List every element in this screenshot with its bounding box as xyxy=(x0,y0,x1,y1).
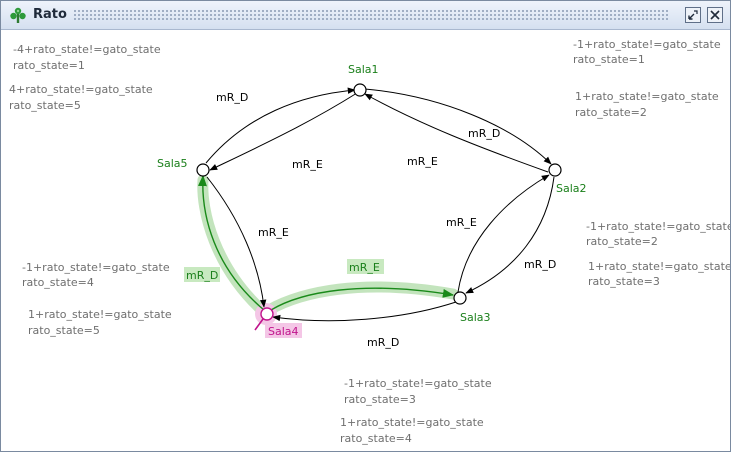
edge-label-sala3-sala2: mR_E xyxy=(446,216,477,229)
condition-text: 4+rato_state!=gato_state xyxy=(9,83,153,96)
edge-label-sala2-sala1: mR_E xyxy=(407,155,438,168)
edge-sala1-sala5[interactable] xyxy=(209,92,358,171)
edge-label-sala4-sala3: mR_E xyxy=(349,261,380,274)
node-label-sala5: Sala5 xyxy=(157,157,188,170)
condition-text: rato_state=4 xyxy=(22,276,94,289)
edge-label-sala1-sala5: mR_E xyxy=(292,158,323,171)
edge-label-sala4-sala5: mR_D xyxy=(186,269,218,282)
edge-sala2-sala1[interactable] xyxy=(364,93,549,173)
condition-text: -1+rato_state!=gato_state xyxy=(22,261,170,274)
node-sala2[interactable] xyxy=(548,163,562,177)
edge-sala5-sala4[interactable] xyxy=(206,176,267,308)
condition-text: -1+rato_state!=gato_state xyxy=(344,377,492,390)
condition-text: rato_state=5 xyxy=(28,324,100,337)
node-label-sala1: Sala1 xyxy=(348,63,379,76)
edge-label-sala1-sala2: mR_D xyxy=(468,127,500,140)
title-grip xyxy=(73,9,670,21)
node-label-sala4: Sala4 xyxy=(268,325,299,338)
condition-text: rato_state=5 xyxy=(9,99,81,112)
edge-sala2-sala3[interactable] xyxy=(465,176,555,294)
condition-text: rato_state=2 xyxy=(586,235,658,248)
condition-text: -1+rato_state!=gato_state xyxy=(573,38,721,51)
condition-text: 1+rato_state!=gato_state xyxy=(340,416,484,429)
condition-text: rato_state=1 xyxy=(573,53,645,66)
condition-text: rato_state=4 xyxy=(340,432,412,445)
condition-text: rato_state=2 xyxy=(575,106,647,119)
edge-sala1-sala2[interactable] xyxy=(364,88,552,165)
initial-label-bg xyxy=(265,323,302,338)
condition-text: rato_state=1 xyxy=(13,59,85,72)
condition-text: rato_state=3 xyxy=(344,393,416,406)
halo-sala4-sala5 xyxy=(197,174,272,320)
restore-icon[interactable] xyxy=(685,7,701,23)
condition-text: -1+rato_state!=gato_state xyxy=(586,220,730,233)
app-tree-icon xyxy=(10,7,26,23)
halo-label-mr-d xyxy=(184,267,220,282)
close-icon[interactable] xyxy=(707,7,723,23)
edge-label-sala3-sala4: mR_D xyxy=(367,336,399,349)
initial-arrow xyxy=(254,318,264,331)
condition-text: -4+rato_state!=gato_state xyxy=(13,43,161,56)
diagram-canvas[interactable]: mR_D mR_E mR_D mR_E mR_E mR_D mR_E mR_D … xyxy=(1,30,731,451)
condition-text: rato_state=3 xyxy=(588,275,660,288)
edge-label-sala5-sala4: mR_E xyxy=(258,226,289,239)
state-diagram: mR_D mR_E mR_D mR_E mR_E mR_D mR_E mR_D … xyxy=(9,38,731,445)
node-sala3[interactable] xyxy=(453,291,467,305)
condition-text: 1+rato_state!=gato_state xyxy=(588,260,730,273)
edge-sala4-sala5[interactable] xyxy=(198,174,265,311)
edge-label-sala5-sala1: mR_D xyxy=(216,91,248,104)
edge-sala5-sala1[interactable] xyxy=(205,87,356,164)
title-bar[interactable]: Rato xyxy=(1,1,730,30)
node-label-sala3: Sala3 xyxy=(460,311,491,324)
edge-label-sala2-sala3: mR_D xyxy=(524,258,556,271)
edge-sala4-sala3[interactable] xyxy=(270,287,455,311)
halo-label-mr-e xyxy=(347,259,384,274)
window-title: Rato xyxy=(33,7,67,22)
condition-text: 1+rato_state!=gato_state xyxy=(575,90,719,103)
edge-sala3-sala4[interactable] xyxy=(272,301,457,322)
node-sala5[interactable] xyxy=(196,163,210,177)
edge-sala3-sala2[interactable] xyxy=(457,174,550,293)
node-label-sala2: Sala2 xyxy=(556,182,587,195)
node-sala4[interactable] xyxy=(260,307,274,321)
condition-text: 1+rato_state!=gato_state xyxy=(28,308,172,321)
node-sala1[interactable] xyxy=(353,83,367,97)
